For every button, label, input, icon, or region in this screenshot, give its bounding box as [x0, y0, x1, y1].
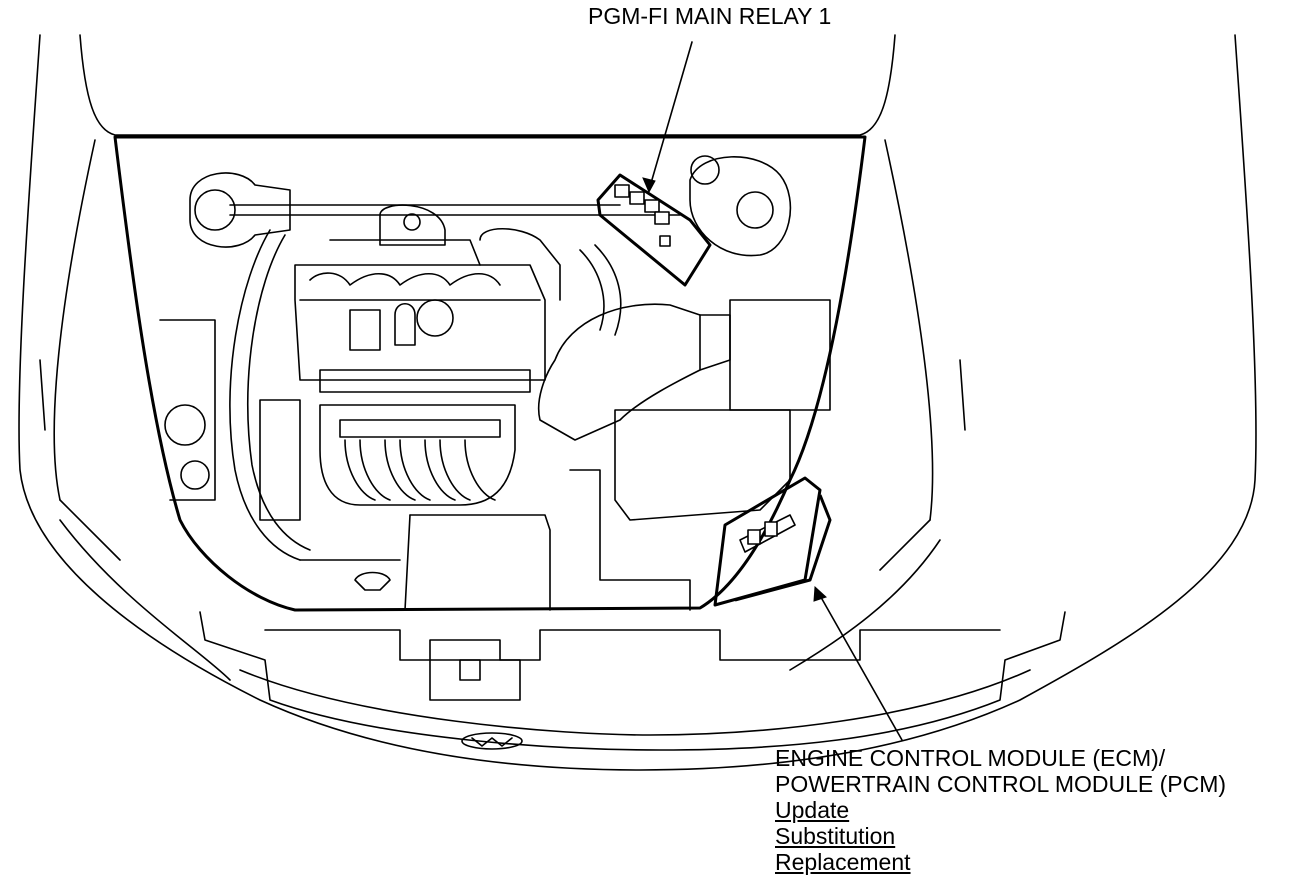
- engine-bay-boundary: [113, 135, 867, 612]
- ecm-pcm-module: [713, 476, 832, 607]
- leader-lines: [642, 41, 903, 741]
- substitution-link[interactable]: Substitution: [775, 823, 896, 849]
- ecm-callout: ENGINE CONTROL MODULE (ECM)/ POWERTRAIN …: [775, 745, 1226, 875]
- ecm-label-line-2: POWERTRAIN CONTROL MODULE (PCM): [775, 771, 1227, 797]
- update-link[interactable]: Update: [775, 797, 850, 823]
- ecm-label-line-1: ENGINE CONTROL MODULE (ECM)/: [775, 745, 1166, 771]
- replacement-link[interactable]: Replacement: [775, 849, 911, 875]
- strut-towers: [189, 155, 792, 257]
- engine-block: [229, 204, 681, 393]
- pgm-fi-main-relay: [596, 173, 712, 287]
- front-bumper: [199, 611, 1066, 751]
- relay-callout-label: PGM-FI MAIN RELAY 1: [588, 3, 832, 29]
- hoses-left: [159, 229, 311, 561]
- vehicle-body-outline: [18, 34, 1257, 771]
- lower-engine: [299, 469, 691, 611]
- intake-manifold: [319, 404, 516, 506]
- air-intake: [537, 244, 831, 521]
